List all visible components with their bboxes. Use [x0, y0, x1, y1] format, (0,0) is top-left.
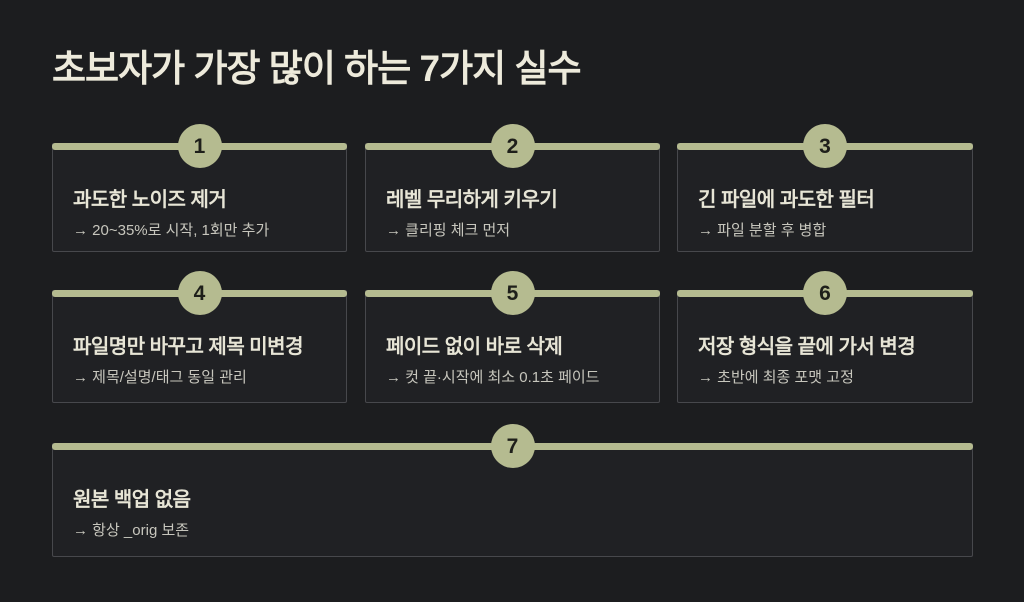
page-title: 초보자가 가장 많이 하는 7가지 실수	[52, 48, 582, 89]
card-tip: → 클리핑 체크 먼저	[386, 222, 511, 239]
mistake-card-3: 3 긴 파일에 과도한 필터 → 파일 분할 후 병합	[677, 124, 973, 252]
card-tip: → 항상 _orig 보존	[73, 522, 190, 539]
card-title: 페이드 없이 바로 삭제	[386, 336, 563, 358]
mistake-card-5: 5 페이드 없이 바로 삭제 → 컷 끝·시작에 최소 0.1초 페이드	[365, 271, 660, 403]
number-badge: 4	[177, 271, 222, 315]
badge-number: 3	[819, 134, 831, 158]
card-tip: → 파일 분할 후 병합	[698, 222, 827, 239]
number-badge: 7	[490, 424, 535, 468]
card-tip: → 컷 끝·시작에 최소 0.1초 페이드	[386, 369, 600, 386]
number-badge: 3	[803, 124, 847, 168]
card-title: 과도한 노이즈 제거	[73, 189, 227, 211]
badge-number: 2	[506, 134, 519, 158]
badge-number: 5	[506, 281, 519, 305]
card-title: 원본 백업 없음	[73, 489, 191, 511]
number-badge: 1	[177, 124, 222, 168]
card-title: 레벨 무리하게 키우기	[386, 189, 558, 211]
card-title: 저장 형식을 끝에 가서 변경	[698, 336, 916, 358]
mistake-card-2: 2 레벨 무리하게 키우기 → 클리핑 체크 먼저	[365, 124, 660, 252]
card-title: 파일명만 바꾸고 제목 미변경	[73, 336, 303, 358]
mistake-card-6: 6 저장 형식을 끝에 가서 변경 → 초반에 최종 포맷 고정	[677, 271, 973, 403]
mistake-card-7: 7 원본 백업 없음 → 항상 _orig 보존	[52, 424, 973, 557]
mistake-card-4: 4 파일명만 바꾸고 제목 미변경 → 제목/설명/태그 동일 관리	[52, 271, 347, 403]
badge-number: 1	[193, 134, 206, 158]
card-title: 긴 파일에 과도한 필터	[698, 189, 875, 211]
card-tip: → 제목/설명/태그 동일 관리	[73, 369, 247, 386]
mistake-card-1: 1 과도한 노이즈 제거 → 20~35%로 시작, 1회만 추가	[52, 124, 347, 252]
card-tip: → 초반에 최종 포맷 고정	[698, 369, 854, 386]
badge-number: 6	[819, 281, 831, 305]
card-tip: → 20~35%로 시작, 1회만 추가	[73, 222, 270, 239]
badge-number: 7	[506, 434, 519, 458]
number-badge: 2	[490, 124, 535, 168]
number-badge: 5	[490, 271, 535, 315]
badge-number: 4	[193, 281, 206, 305]
number-badge: 6	[803, 271, 847, 315]
